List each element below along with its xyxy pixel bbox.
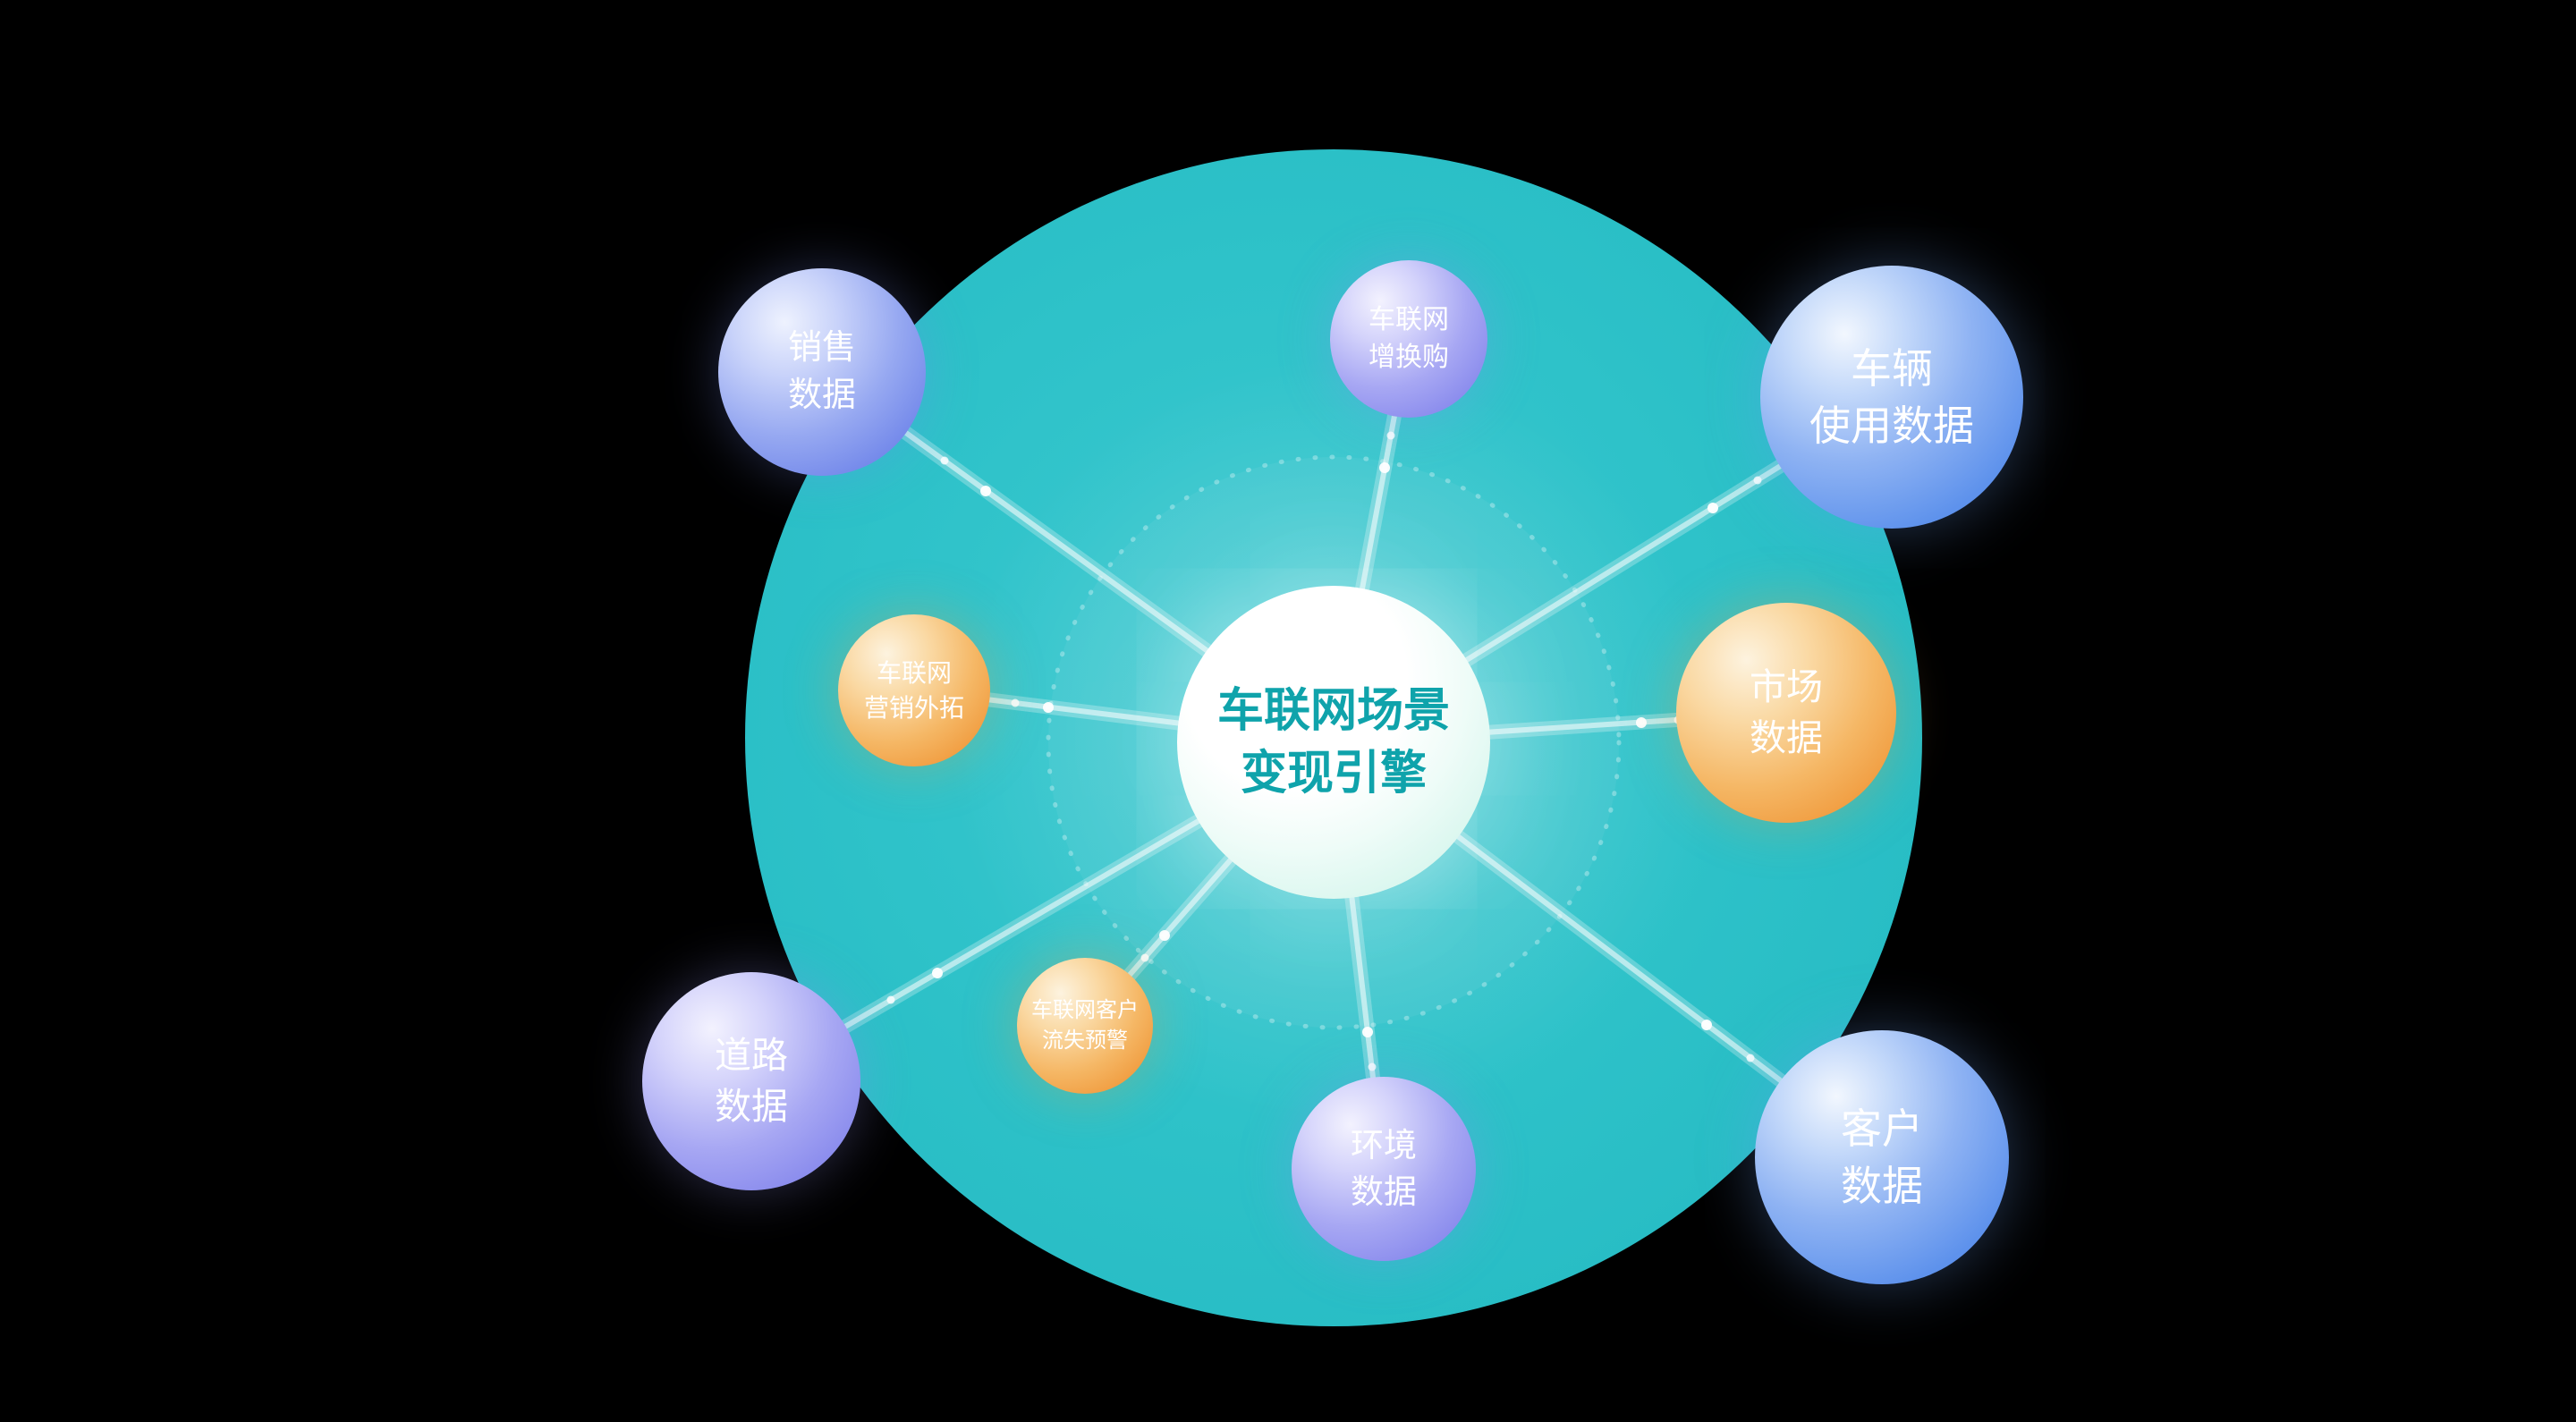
node-label: 流失预警 bbox=[1042, 1028, 1128, 1053]
node-iov-customer-churn-warning: 车联网客户 流失预警 bbox=[1017, 958, 1153, 1094]
node-label: 数据 bbox=[1841, 1163, 1923, 1209]
node-label: 数据 bbox=[1750, 717, 1823, 758]
node-label: 增换购 bbox=[1368, 343, 1449, 372]
node-label: 车辆 bbox=[1851, 344, 1933, 392]
node-vehicle-usage-data: 车辆 使用数据 bbox=[1760, 266, 2023, 529]
hub-title-line1: 车联网场景 bbox=[1216, 684, 1450, 737]
node-environment-data: 环境 数据 bbox=[1292, 1077, 1476, 1261]
node-label: 数据 bbox=[787, 377, 856, 414]
node-label: 数据 bbox=[1351, 1173, 1417, 1210]
node-label: 车联网 bbox=[1368, 305, 1449, 334]
node-road-data: 道路 数据 bbox=[642, 972, 860, 1190]
node-label: 道路 bbox=[715, 1034, 788, 1076]
node-label: 环境 bbox=[1351, 1127, 1417, 1164]
node-customer-data: 客户 数据 bbox=[1755, 1030, 2009, 1284]
node-label: 车联网 bbox=[876, 658, 952, 687]
node-label: 销售 bbox=[787, 328, 856, 367]
node-label: 市场 bbox=[1750, 665, 1823, 707]
node-label: 使用数据 bbox=[1809, 402, 1974, 449]
dotted-ring bbox=[1046, 454, 1622, 1030]
node-label: 营销外拓 bbox=[863, 694, 964, 722]
node-iov-marketing-expansion: 车联网 营销外拓 bbox=[838, 614, 990, 766]
node-label: 车联网客户 bbox=[1031, 998, 1139, 1023]
hub-node: 车联网场景 变现引擎 bbox=[1177, 586, 1490, 899]
spoke-dots bbox=[886, 431, 1762, 1071]
hub-title-line2: 变现引擎 bbox=[1240, 748, 1427, 800]
node-sales-data: 销售 数据 bbox=[718, 268, 926, 476]
node-label: 客户 bbox=[1841, 1105, 1923, 1152]
node-iov-trade-in: 车联网 增换购 bbox=[1330, 260, 1487, 418]
node-market-data: 市场 数据 bbox=[1676, 603, 1896, 823]
node-label: 数据 bbox=[715, 1086, 788, 1127]
